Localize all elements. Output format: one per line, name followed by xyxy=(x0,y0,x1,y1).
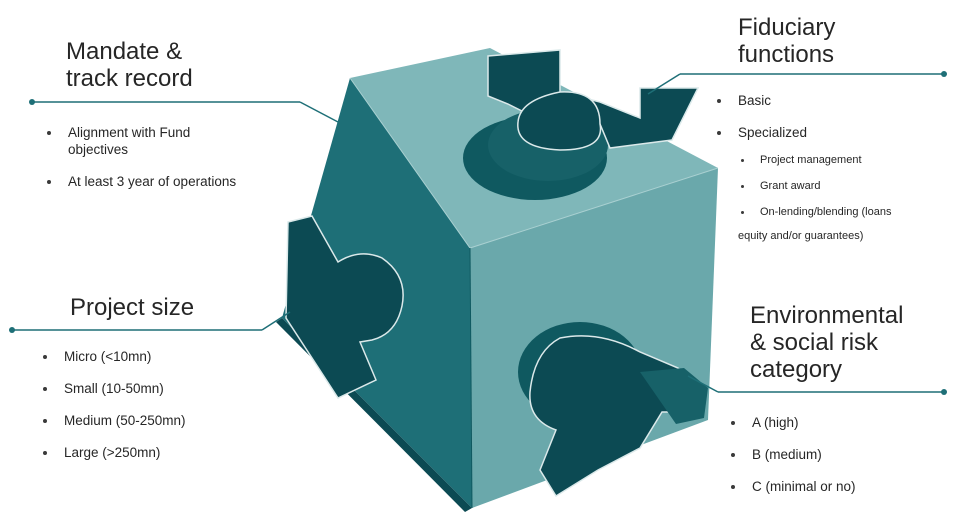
fiduciary-sub-bullet: Grant award xyxy=(738,179,954,194)
connector-project-size xyxy=(9,311,291,333)
top-puzzle-piece xyxy=(463,49,700,200)
connector-mandate xyxy=(29,99,339,123)
mandate-heading: Mandate & track record xyxy=(66,38,193,92)
bottom-puzzle-piece xyxy=(518,322,708,498)
environmental-heading: Environmental & social risk category xyxy=(750,302,904,383)
project-size-bullet: Medium (50-250mn) xyxy=(40,412,270,429)
environmental-bullet: A (high) xyxy=(728,414,948,431)
fiduciary-heading: Fiduciary functions xyxy=(738,14,836,68)
fiduciary-sub-bullet: Project management xyxy=(738,153,954,168)
mandate-bullet: At least 3 year of operations xyxy=(44,173,274,190)
fiduciary-sub-bullet: On-lending/blending (loans equity and/or… xyxy=(738,205,954,244)
fiduciary-bullet: Specialized Project management Grant awa… xyxy=(714,124,954,244)
fiduciary-bullets: Basic Specialized Project management Gra… xyxy=(714,92,954,259)
environmental-bullet: B (medium) xyxy=(728,446,948,463)
left-puzzle-piece xyxy=(285,215,404,399)
project-size-bullet: Large (>250mn) xyxy=(40,444,270,461)
project-size-bullet: Micro (<10mn) xyxy=(40,348,270,365)
mandate-bullet: Alignment with Fund objectives xyxy=(44,124,238,158)
connector-fiduciary xyxy=(647,71,947,95)
project-size-bullets: Micro (<10mn) Small (10-50mn) Medium (50… xyxy=(40,348,270,476)
project-size-heading: Project size xyxy=(70,294,195,321)
project-size-bullet: Small (10-50mn) xyxy=(40,380,270,397)
connector-environmental xyxy=(687,375,947,395)
mandate-bullets: Alignment with Fund objectives At least … xyxy=(44,124,274,205)
environmental-bullet: C (minimal or no) xyxy=(728,478,948,495)
environmental-bullets: A (high) B (medium) C (minimal or no) xyxy=(728,414,948,510)
fiduciary-sub-bullets: Project management Grant award On-lendin… xyxy=(738,153,954,244)
fiduciary-bullet: Basic xyxy=(714,92,954,109)
